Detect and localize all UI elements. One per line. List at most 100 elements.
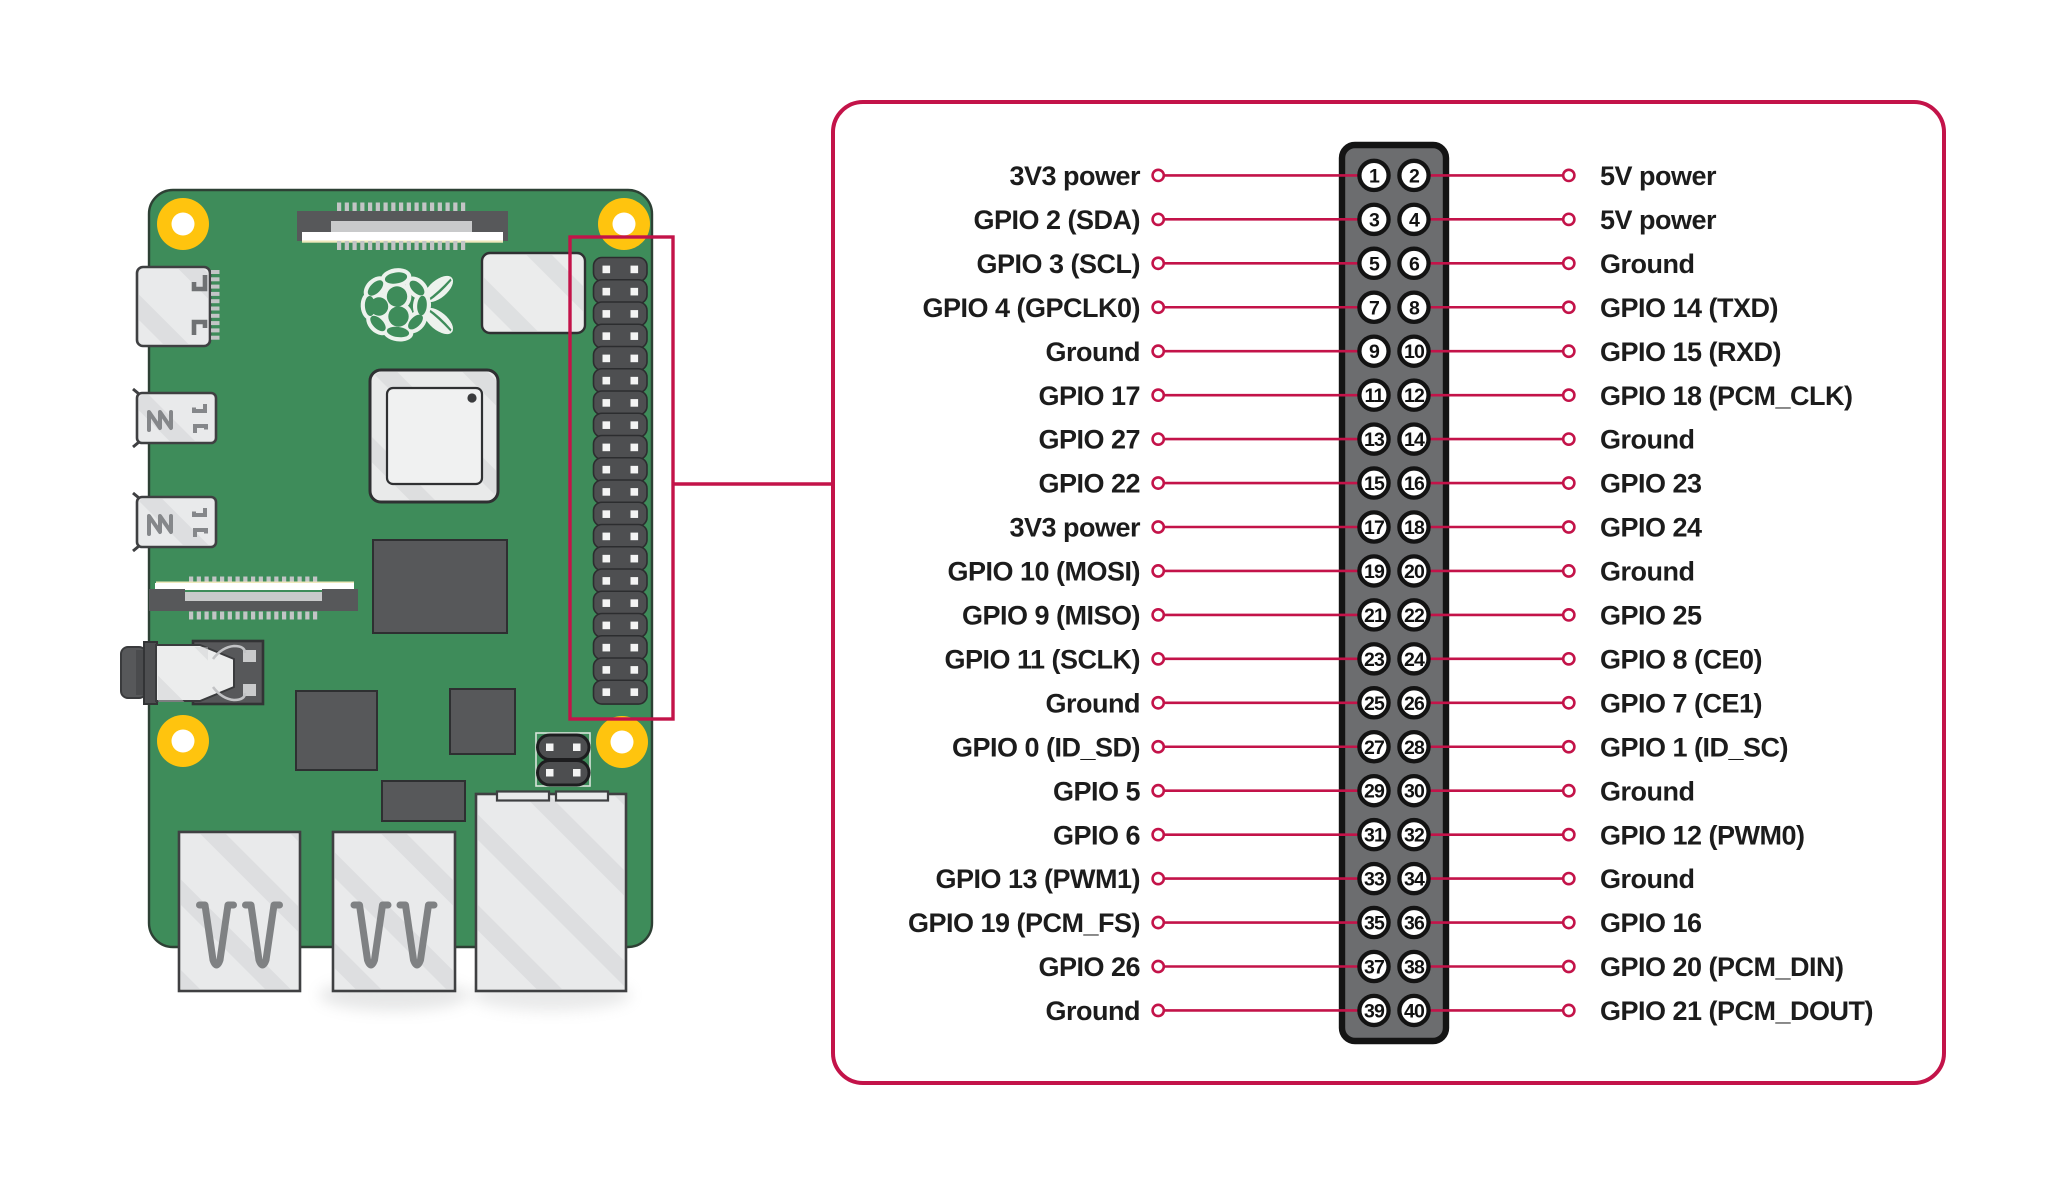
wire-terminal-dot [1151,520,1166,534]
wire-terminal-dot [1561,168,1576,183]
pin-label-right: GPIO 8 (CE0) [1600,644,1762,674]
connector-tooth [211,291,220,296]
board-gpio-pin-dot [630,332,639,340]
pin-circle-even [1397,466,1431,500]
pin-label-right: 5V power [1600,161,1717,191]
usb-port-fork-icon [350,901,392,969]
connector-tooth [227,576,232,585]
connector-tooth [391,241,396,250]
board-gpio-pin-dot [602,354,611,363]
pin-number-odd: 9 [1369,341,1380,363]
board-gpio-pin-dot [602,510,611,518]
micro-hdmi-port-0 [132,387,218,449]
pin-label-right: GPIO 16 [1600,908,1702,938]
pin-circle-odd [1357,598,1391,632]
pin-circle-even [1397,730,1431,764]
connector-tooth [211,270,220,274]
connector-tooth [274,611,279,620]
pin-circle-even [1397,949,1431,984]
board-gpio-pin-dot [630,287,639,296]
connector-tooth [297,576,302,585]
camera-ribbon-connector [149,576,358,620]
pin-label-left: GPIO 27 [1038,425,1140,455]
pin-label-left: GPIO 6 [1053,820,1141,850]
pin-number-odd: 25 [1364,693,1385,715]
pin-label-right: Ground [1600,864,1694,894]
board-gpio-pin-row [592,479,648,505]
wire-terminal-dot [1561,344,1576,359]
pin-label-left: 3V3 power [1009,161,1141,191]
wire-terminal-dot [1151,915,1166,930]
pin-label-right: GPIO 1 (ID_SC) [1600,732,1788,762]
pin-number-even: 10 [1404,341,1425,363]
connector-tooth [406,241,411,250]
board-gpio-pin-dot [602,666,611,674]
connector-tooth [352,241,357,250]
board-gpio-pin-dot [602,287,611,296]
pin-circle-odd [1357,949,1391,984]
connector-tooth [266,576,271,585]
wire-terminal-dot [1561,1003,1576,1018]
connector-tooth [251,576,256,585]
wireless-module [480,251,587,335]
gpio-highlight-frame [568,235,675,721]
pin-number-even: 8 [1409,297,1420,319]
pin-number-odd: 7 [1369,297,1379,319]
pin-number-even: 4 [1409,209,1420,231]
pin-number-even: 30 [1404,781,1425,803]
connector-tooth [274,576,279,585]
pin-number-odd: 11 [1364,385,1384,407]
soc-chip [368,368,500,504]
wire-terminal-dot [1151,564,1166,578]
wire-terminal-dot [1561,564,1576,578]
wire-terminal-dot [1151,476,1166,490]
board-gpio-pin-dot [602,421,611,429]
wire-terminal-dot [1151,388,1166,403]
pin-circle-even [1397,861,1431,896]
pin-label-right: GPIO 18 (PCM_CLK) [1600,381,1853,411]
pin-label-left: GPIO 0 (ID_SD) [952,732,1140,762]
board-gpio-pin-row [592,301,648,327]
board-gpio-pin-row [592,634,648,661]
connector-tooth [243,576,248,585]
board-gpio-pin-row [592,523,648,550]
pin-label-right: GPIO 20 (PCM_DIN) [1600,952,1844,982]
wire-terminal-dot [1561,651,1576,666]
connector-tooth [258,576,263,585]
connector-tooth [453,202,458,212]
pin-label-right: GPIO 24 [1600,513,1702,543]
connector-tooth [445,241,450,250]
board-gpio-pin-row [592,434,648,461]
connector-tooth [430,241,435,250]
connector-tooth [422,202,427,212]
board-gpio-pin-dot [630,510,639,518]
board-gpio-pin-row [592,456,648,483]
pin-circle-even [1397,378,1431,412]
board-gpio-pin-row [592,545,648,572]
board-gpio-pin-row [592,390,648,416]
wire-terminal-dot [1561,959,1576,974]
audio-jack [120,639,265,706]
ram-chip [372,539,508,634]
pin-label-right: Ground [1600,249,1694,279]
wire-terminal-dot [1151,212,1166,227]
connector-tooth [289,611,294,620]
board-gpio-pin-dot [630,666,639,674]
pin-number-odd: 17 [1364,517,1384,539]
connector-tooth [375,241,380,250]
connector-tooth [368,202,373,212]
connector-tooth [196,576,201,585]
pin-circle-even [1397,905,1431,940]
wire-terminal-dot [1151,783,1166,798]
board-gpio-pin-dot [602,532,611,541]
connector-tooth [414,241,419,250]
pin-label-right: GPIO 12 (PWM0) [1600,820,1805,850]
pin-label-left: 3V3 power [1009,513,1141,543]
connector-tooth [313,611,318,620]
wire-terminal-dot [1151,432,1166,446]
pin-label-right: 5V power [1600,205,1717,235]
pin-number-even: 40 [1404,1000,1425,1022]
